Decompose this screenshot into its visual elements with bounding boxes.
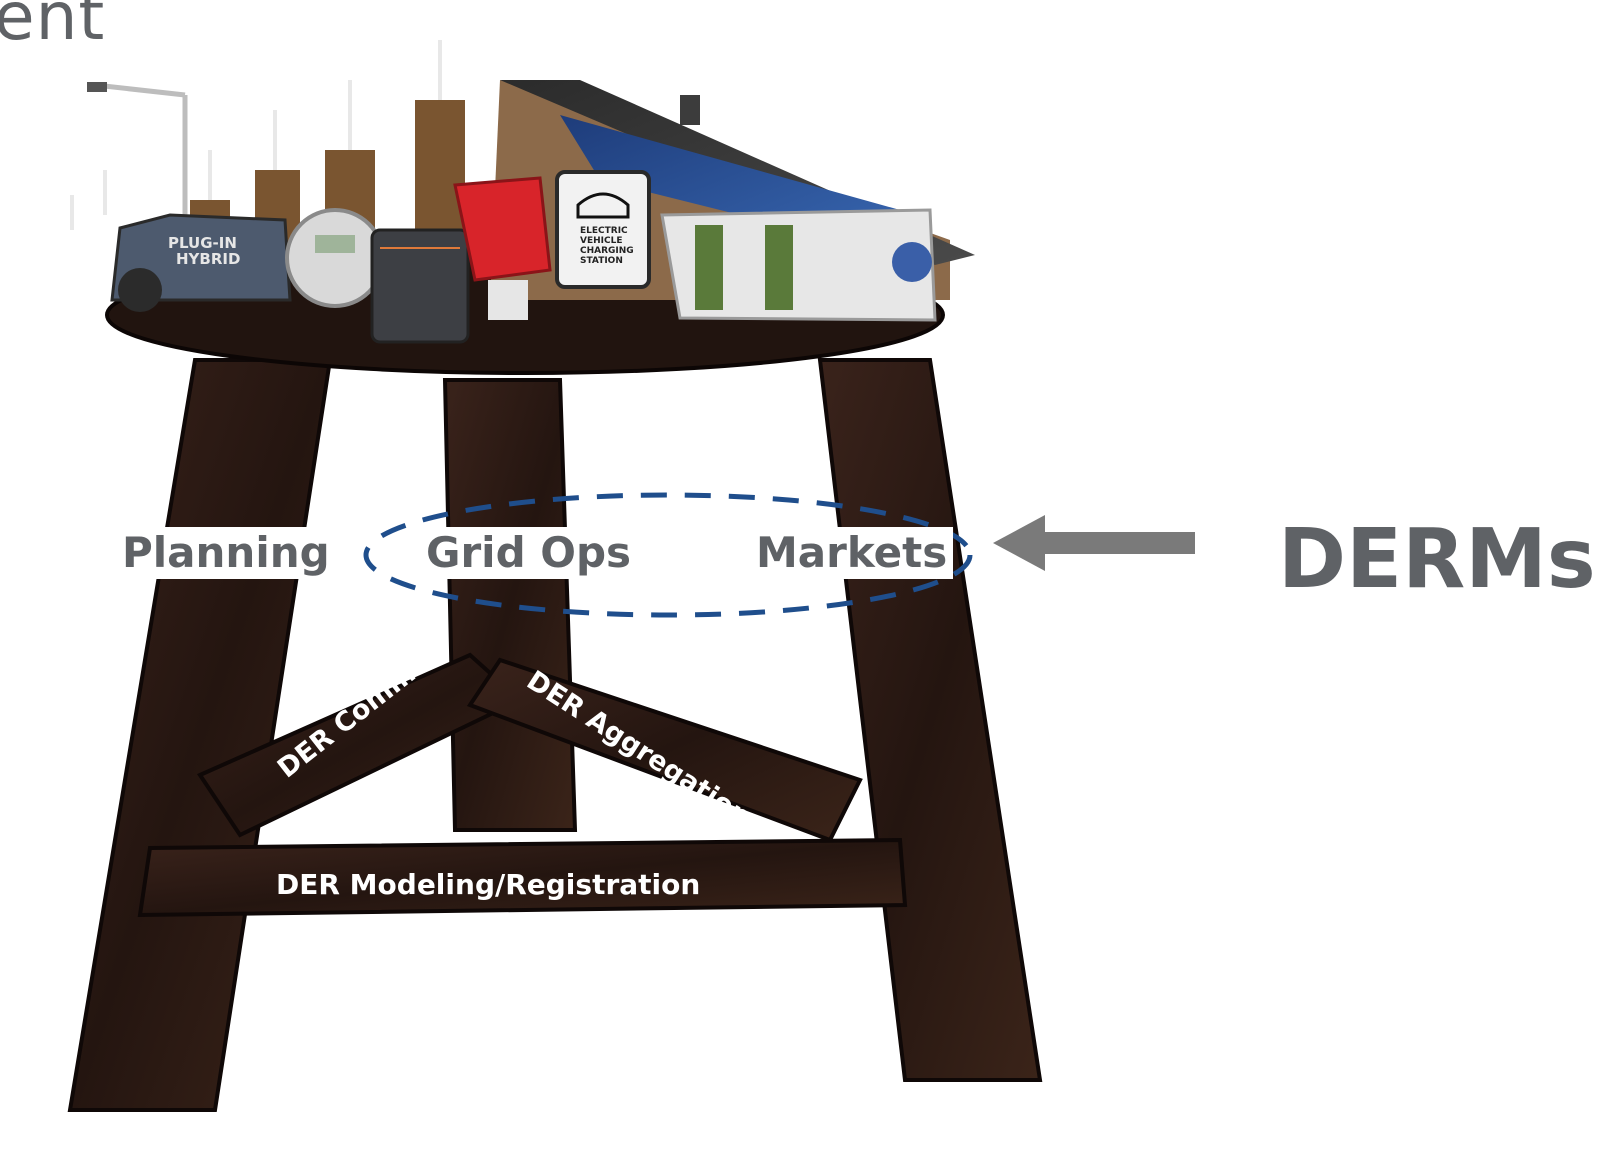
ge-cabinet-icon [660, 208, 937, 322]
car-badge-line2: HYBRID [176, 250, 241, 268]
ev-sign-line: VEHICLE [580, 236, 623, 246]
battery-storage-icon [370, 228, 470, 344]
car-badge-line1: PLUG-IN [168, 234, 237, 252]
ev-sign-text: ELECTRIC VEHICLE CHARGING STATION [580, 226, 634, 266]
plug-in-hybrid-car [110, 213, 292, 312]
ev-sign-line: ELECTRIC [580, 226, 628, 236]
title-fragment: ent [0, 0, 106, 55]
wind-turbines [70, 40, 442, 230]
rung-label-der-modeling: DER Modeling/Registration [276, 868, 701, 901]
ev-sign-line: CHARGING [580, 246, 634, 256]
smart-meter-icon [285, 208, 385, 308]
derms-label: DERMs [1278, 512, 1596, 607]
stool-legs [67, 358, 1043, 1112]
leg-label-markets: Markets [750, 527, 954, 579]
ev-sign-line: STATION [580, 256, 623, 266]
inverter-icon [453, 176, 552, 320]
ev-charging-sign [555, 170, 651, 289]
derms-ellipse [363, 492, 973, 618]
street-lamp-icon [87, 82, 188, 215]
leg-label-grid-ops: Grid Ops [420, 527, 638, 579]
leg-label-planning: Planning [116, 527, 336, 579]
derms-arrow [993, 515, 1195, 571]
